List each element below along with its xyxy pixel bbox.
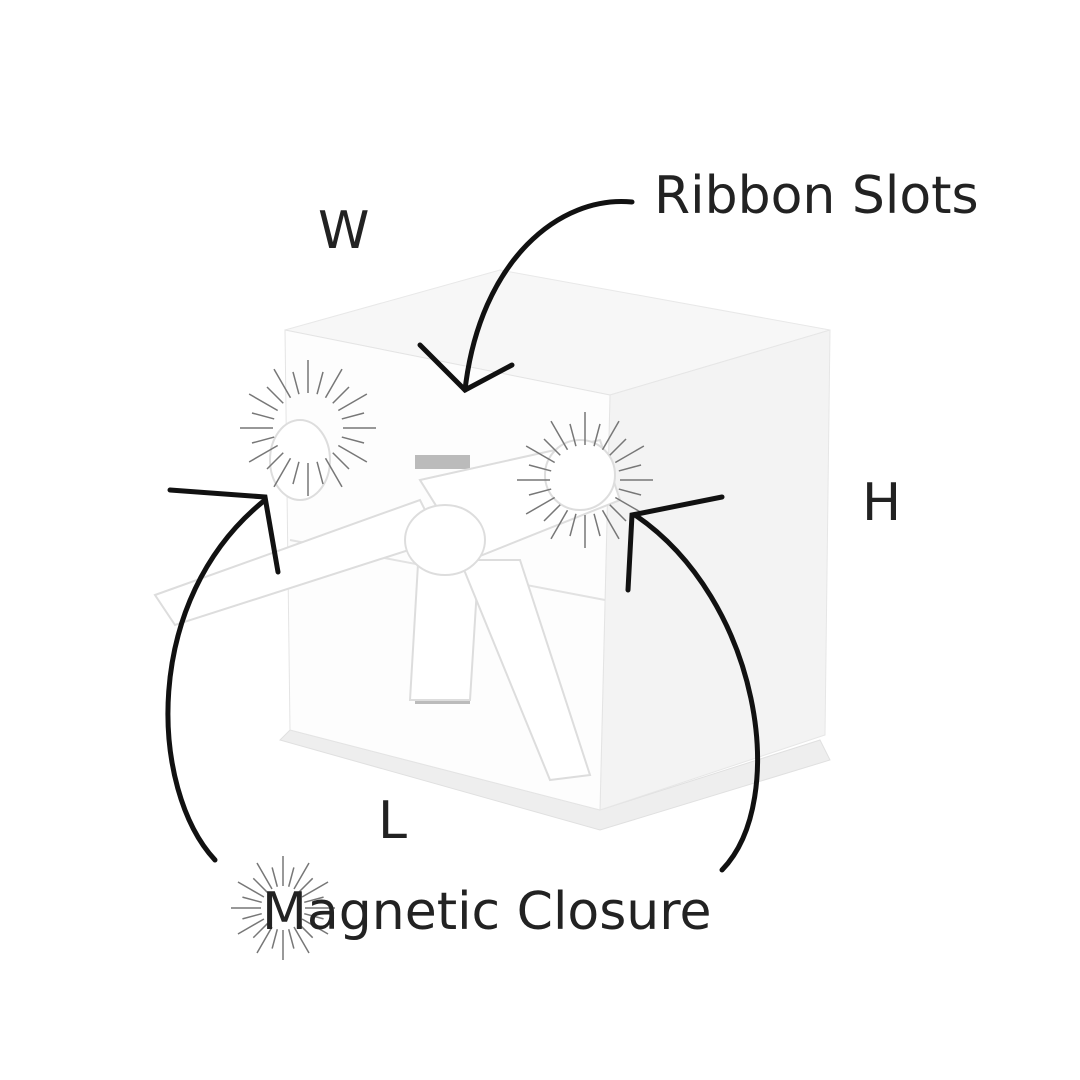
sparkle-ray bbox=[609, 438, 627, 456]
sparkle-ray bbox=[614, 445, 645, 464]
sparkle-ray bbox=[324, 368, 343, 399]
sparkle-ray bbox=[525, 445, 556, 464]
magnetic-closure-label: Magnetic Closure bbox=[262, 882, 712, 942]
ribbon-slots-arrow bbox=[462, 199, 635, 393]
sparkle-ray bbox=[543, 438, 561, 456]
sparkle-ray bbox=[601, 420, 620, 451]
sparkle-ray bbox=[304, 912, 324, 920]
length-label: L bbox=[378, 791, 407, 851]
sparkle-ray bbox=[301, 881, 329, 898]
ribbon-slots-arrowhead bbox=[417, 342, 515, 394]
sparkle-ray bbox=[324, 457, 343, 488]
sparkle-ray bbox=[550, 509, 569, 540]
sparkle-ray bbox=[332, 452, 350, 470]
sparkle-icon bbox=[231, 856, 335, 960]
sparkle-ray bbox=[237, 881, 265, 898]
sparkle-ray bbox=[248, 444, 279, 463]
sparkle-ray bbox=[525, 496, 556, 515]
height-label: H bbox=[862, 473, 902, 533]
sparkle-ray bbox=[256, 926, 273, 954]
sparkle-ray bbox=[301, 918, 329, 935]
sparkle-ray bbox=[543, 504, 561, 522]
sparkle-ray bbox=[252, 923, 268, 939]
sparkle-ray bbox=[251, 412, 275, 420]
sparkle-ray bbox=[341, 412, 365, 420]
sparkle-ray bbox=[292, 461, 300, 485]
sparkle-ray bbox=[316, 371, 324, 395]
sparkle-ray bbox=[528, 464, 552, 472]
magnetic-right-arrowhead bbox=[625, 494, 725, 593]
sparkle-ray bbox=[256, 862, 273, 890]
sparkle-ray bbox=[569, 513, 577, 537]
sparkle-ray bbox=[298, 923, 314, 939]
sparkle-ray bbox=[550, 420, 569, 451]
sparkle-ray bbox=[304, 896, 324, 904]
sparkle-ray bbox=[251, 436, 275, 444]
sparkle-ray bbox=[271, 929, 279, 949]
sparkle-ray bbox=[266, 386, 284, 404]
sparkle-ray bbox=[248, 393, 279, 412]
sparkle-ray bbox=[273, 368, 292, 399]
sparkle-ray bbox=[609, 504, 627, 522]
magnetic-right-arrow bbox=[632, 512, 760, 873]
sparkle-ray bbox=[593, 423, 601, 447]
sparkle-ray bbox=[593, 513, 601, 537]
sparkle-ray bbox=[242, 896, 262, 904]
sparkle-ray bbox=[287, 929, 295, 949]
sparkle-icon bbox=[517, 412, 653, 548]
sparkle-ray bbox=[292, 371, 300, 395]
sparkle-ray bbox=[341, 436, 365, 444]
sparkle-ray bbox=[337, 393, 368, 412]
box-side bbox=[599, 329, 831, 811]
sparkle-icon bbox=[240, 360, 376, 496]
sparkle-ray bbox=[271, 867, 279, 887]
width-label: W bbox=[318, 201, 370, 261]
ribbon-bow bbox=[153, 419, 622, 782]
sparkle-ray bbox=[293, 862, 310, 890]
sparkle-ray bbox=[252, 877, 268, 893]
sparkle-ray bbox=[273, 457, 292, 488]
sparkle-ray bbox=[332, 386, 350, 404]
sparkle-ray bbox=[337, 444, 368, 463]
sparkle-ray bbox=[266, 452, 284, 470]
sparkle-ray bbox=[618, 464, 642, 472]
sparkle-ray bbox=[601, 509, 620, 540]
sparkle-ray bbox=[316, 461, 324, 485]
sparkle-ray bbox=[569, 423, 577, 447]
sparkle-ray bbox=[242, 912, 262, 920]
sparkle-ray bbox=[237, 918, 265, 935]
ribbon-slot-upper bbox=[415, 455, 470, 469]
magnetic-left-arrow bbox=[165, 497, 268, 863]
magnetic-left-arrowhead bbox=[167, 487, 281, 575]
sparkle-ray bbox=[298, 877, 314, 893]
ribbon-slots-label: Ribbon Slots bbox=[654, 166, 979, 226]
sparkle-ray bbox=[528, 488, 552, 496]
sparkle-ray bbox=[293, 926, 310, 954]
sparkle-ray bbox=[287, 867, 295, 887]
sparkle-ray bbox=[618, 488, 642, 496]
